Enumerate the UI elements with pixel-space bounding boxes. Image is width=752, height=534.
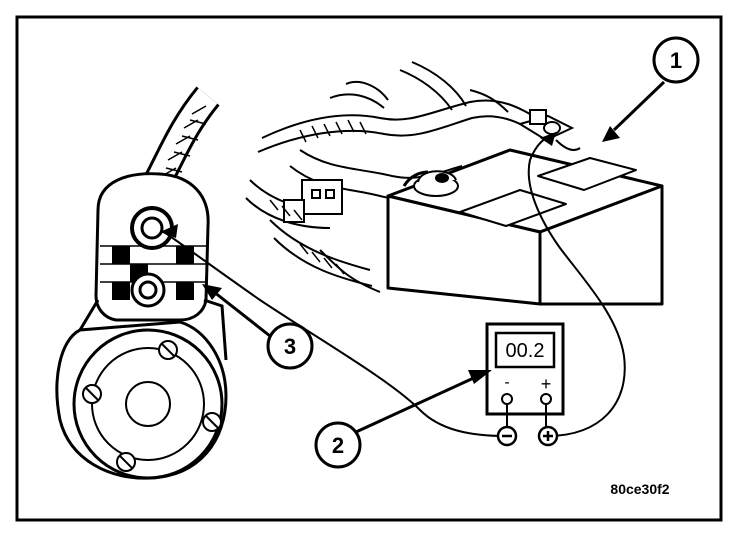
harness-wraps — [269, 119, 367, 275]
arrow-icon — [540, 132, 556, 146]
starter-motor — [55, 86, 228, 480]
meter-neg-jack — [501, 393, 513, 405]
arrow-icon — [160, 224, 178, 238]
multimeter: 00.2 - + — [485, 322, 565, 447]
battery-positive-terminal — [517, 109, 581, 151]
meter-neg-label: - — [504, 374, 509, 391]
meter-display — [494, 331, 556, 369]
meter-pos-label: + — [541, 374, 552, 394]
battery-negative-terminal — [402, 170, 459, 197]
arrow-icon — [602, 126, 620, 142]
callout-1: 1 — [602, 36, 700, 142]
figure-id: 80ce30f2 — [610, 481, 669, 497]
callout-2-label: 2 — [332, 433, 344, 458]
meter-pos-jack — [540, 393, 552, 405]
callout-3: 3 — [202, 284, 314, 370]
meter-reading: 00.2 — [506, 340, 545, 362]
arrow-icon — [468, 370, 492, 384]
callout-2: 2 — [314, 370, 492, 469]
arrow-icon — [202, 284, 222, 300]
meter-leads — [163, 137, 626, 437]
battery — [386, 148, 664, 306]
callout-3-label: 3 — [284, 334, 296, 359]
callout-1-label: 1 — [670, 48, 682, 73]
